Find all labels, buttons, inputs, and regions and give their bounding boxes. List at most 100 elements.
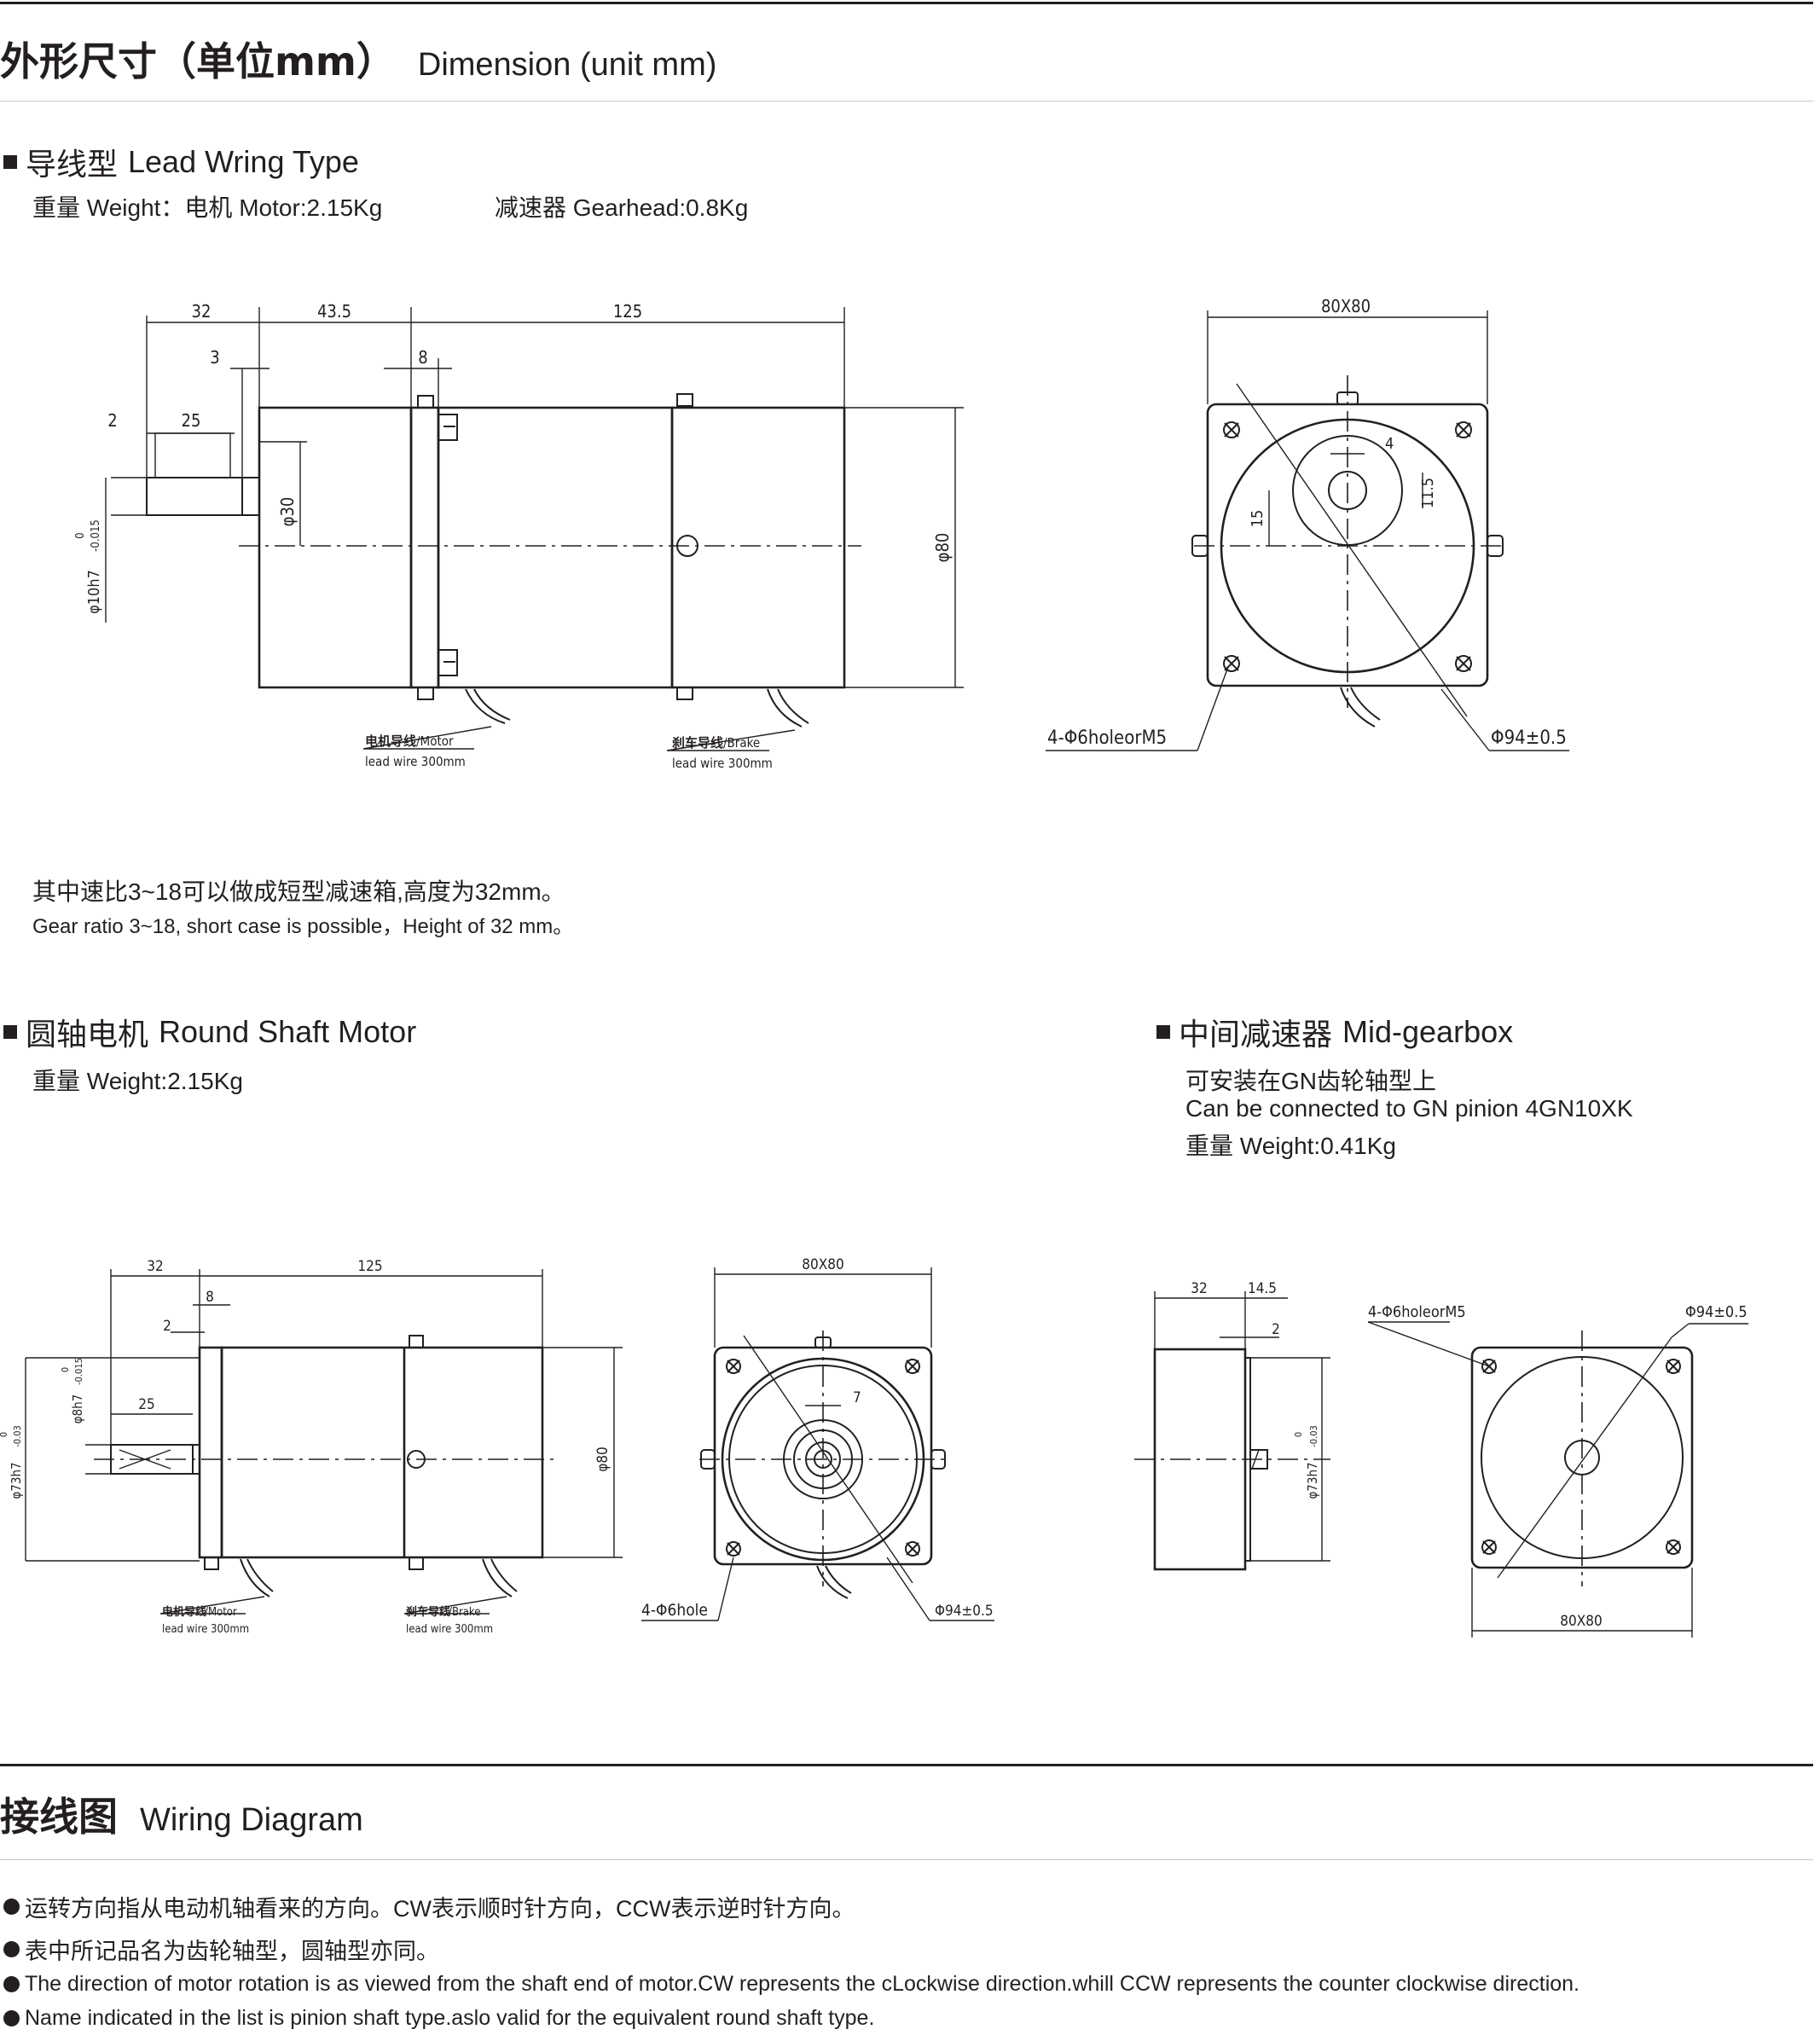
mid-gearbox-title-en: Mid-gearbox <box>1342 1014 1514 1049</box>
wiring-section-title: 接线图 Wiring Diagram <box>0 1786 363 1842</box>
screw-top <box>676 393 693 407</box>
screw-bottom <box>676 687 693 700</box>
round-shaft-side-view: 32 125 8 2 25 φ80 φ8h7 0 -0.015 φ73h7 0 … <box>0 1258 623 1636</box>
motor-body <box>437 406 674 689</box>
lead-wire-front-view: 80X80 4 11.5 15 4-Φ6holeorM5 Φ94±0.5 <box>1046 296 1569 751</box>
mid-gearbox-line1: 可安装在GN齿轮轴型上 <box>1185 1068 1437 1094</box>
wiring-bullet-text: The direction of motor rotation is as vi… <box>25 1972 1579 1996</box>
mid-gearbox-side-view: 32 14.5 2 φ73h7 0 -0.03 <box>1134 1280 1330 1571</box>
motor-flange <box>409 406 440 689</box>
brake-lead-length: lead wire 300mm <box>672 756 773 771</box>
front-size: 80X80 <box>1321 296 1371 316</box>
front-dim-4: 4 <box>1385 435 1394 453</box>
dimension-title-cn: 外形尺寸（单位mm） <box>0 38 396 84</box>
dim-phi80: φ80 <box>932 533 953 563</box>
mg-front-pcd: Φ94±0.5 <box>1685 1303 1748 1321</box>
mid-gearbox-title-cn: 中间减速器 <box>1179 1017 1333 1052</box>
round-shaft-weight: 重量 Weight:2.15Kg <box>32 1068 243 1094</box>
motor-label-cn: 电机导线 <box>365 733 416 749</box>
lead-wire-title-en: Lead Wring Type <box>128 144 359 179</box>
gear-boss <box>241 477 260 516</box>
motor-wire-leader <box>362 726 492 750</box>
rs-flange <box>198 1346 223 1559</box>
mg-dim-2: 2 <box>1272 1321 1280 1338</box>
gear-ratio-note-en: Gear ratio 3~18, short case is possible，… <box>32 915 574 938</box>
brake-label-cn: 刹车导线 <box>672 735 723 751</box>
lead-wire-weight-gearhead: 减速器 Gearhead:0.8Kg <box>495 194 749 221</box>
mg-dim-32: 32 <box>1191 1280 1207 1297</box>
front-pcd: Φ94±0.5 <box>1491 728 1567 749</box>
bullet-dot-icon <box>3 1976 20 1992</box>
front-holes: 4-Φ6holeorM5 <box>1047 728 1167 749</box>
brake-wire <box>767 688 809 728</box>
motor-label-en: /Motor <box>416 733 454 749</box>
mid-gearbox-line3: 重量 Weight:0.41Kg <box>1185 1133 1396 1159</box>
rs-motor-label-en: /Motor <box>205 1606 237 1619</box>
square-bullet-icon <box>1156 1025 1170 1039</box>
screw-flange-top <box>417 395 434 409</box>
wiring-bullet-1: 运转方向指从电动机轴看来的方向。CW表示顺时针方向，CCW表示逆时针方向。 <box>3 1890 855 1923</box>
rs-dim-8: 8 <box>206 1289 214 1306</box>
top-rule <box>0 2 1813 4</box>
rs-front-dim-7: 7 <box>853 1389 861 1406</box>
round-shaft-title-cn: 圆轴电机 <box>26 1017 149 1052</box>
round-shaft-front-view: 80X80 7 4-Φ6hole Φ94±0.5 <box>641 1256 994 1621</box>
bullet-dot-icon <box>3 1899 20 1915</box>
bullet-dot-icon <box>3 2010 20 2026</box>
wiring-bullet-2: 表中所记品名为齿轮轴型，圆轴型亦同。 <box>3 1933 439 1966</box>
rs-dim-125: 125 <box>357 1258 382 1275</box>
dim-8: 8 <box>418 347 427 368</box>
rs-dim-25: 25 <box>138 1396 154 1413</box>
bullet-dot-icon <box>3 1941 20 1957</box>
motor-wire <box>465 688 511 724</box>
dim-phi10-tol-up: 0 <box>74 532 87 538</box>
dimension-title-en: Dimension (unit mm) <box>417 47 717 83</box>
mg-dim-tol-up: 0 <box>1293 1432 1304 1437</box>
rs-brake-label-cn: 刹车导线 <box>406 1605 450 1619</box>
wiring-title-en: Wiring Diagram <box>140 1802 363 1838</box>
clip-top <box>438 414 458 441</box>
dim-43-5: 43.5 <box>317 301 351 322</box>
motor-lead-length: lead wire 300mm <box>365 754 466 769</box>
wiring-bullet-text: Name indicated in the list is pinion sha… <box>25 2006 875 2030</box>
rs-motor-label-cn: 电机导线 <box>162 1605 206 1619</box>
square-bullet-icon <box>3 155 17 169</box>
dim-3: 3 <box>210 347 219 368</box>
rs-motor-lead: lead wire 300mm <box>162 1623 249 1636</box>
dimension-section-title: 外形尺寸（单位mm） Dimension (unit mm) <box>0 31 716 87</box>
dim-phi30: φ30 <box>277 497 298 527</box>
rs-front-pcd: Φ94±0.5 <box>935 1603 994 1620</box>
wiring-divider <box>0 1859 1813 1860</box>
wiring-title-cn: 接线图 <box>0 1794 118 1840</box>
mg-front-holes: 4-Φ6holeorM5 <box>1368 1303 1466 1321</box>
dim-25: 25 <box>182 410 201 431</box>
wiring-rule <box>0 1764 1813 1766</box>
dim-2: 2 <box>107 410 117 431</box>
rs-dim-phi80: φ80 <box>594 1447 611 1472</box>
wiring-bullet-4: Name indicated in the list is pinion sha… <box>3 2006 874 2031</box>
wiring-bullet-text: 运转方向指从电动机轴看来的方向。CW表示顺时针方向，CCW表示逆时针方向。 <box>25 1896 855 1922</box>
rs-dim-phi73-tol-low: -0.03 <box>12 1425 23 1447</box>
rs-brake-label-en: /Brake <box>449 1606 480 1619</box>
mg-dim-tol-low: -0.03 <box>1308 1425 1319 1447</box>
mid-gearbox-front-view: 4-Φ6holeorM5 Φ94±0.5 80X80 <box>1367 1303 1748 1638</box>
rs-dim-phi73: φ73h7 <box>9 1462 24 1499</box>
rs-dim-phi8-tol-up: 0 <box>60 1367 71 1372</box>
front-dim-11-5: 11.5 <box>1419 478 1437 508</box>
screw-flange-bottom <box>417 687 434 700</box>
clip-bottom <box>438 649 458 676</box>
rs-dim-phi8-tol-low: -0.015 <box>73 1358 84 1385</box>
lead-wire-weight-motor: 重量 Weight：电机 Motor:2.15Kg <box>32 194 383 221</box>
dim-phi10-tol-low: -0.015 <box>90 519 102 552</box>
rs-dim-32: 32 <box>147 1258 163 1275</box>
mg-dim-14-5: 14.5 <box>1248 1280 1277 1297</box>
mid-gearbox-heading: 中间减速器 Mid-gearbox <box>1156 1010 1513 1054</box>
round-shaft-heading: 圆轴电机 Round Shaft Motor <box>3 1010 416 1054</box>
round-shaft-title-en: Round Shaft Motor <box>159 1014 417 1049</box>
lead-wire-heading: 导线型 Lead Wring Type <box>3 140 359 184</box>
center-screw <box>676 535 698 557</box>
dim-125: 125 <box>613 301 642 322</box>
mid-gearbox-line2: Can be connected to GN pinion 4GN10XK <box>1185 1095 1633 1122</box>
square-bullet-icon <box>3 1025 17 1039</box>
